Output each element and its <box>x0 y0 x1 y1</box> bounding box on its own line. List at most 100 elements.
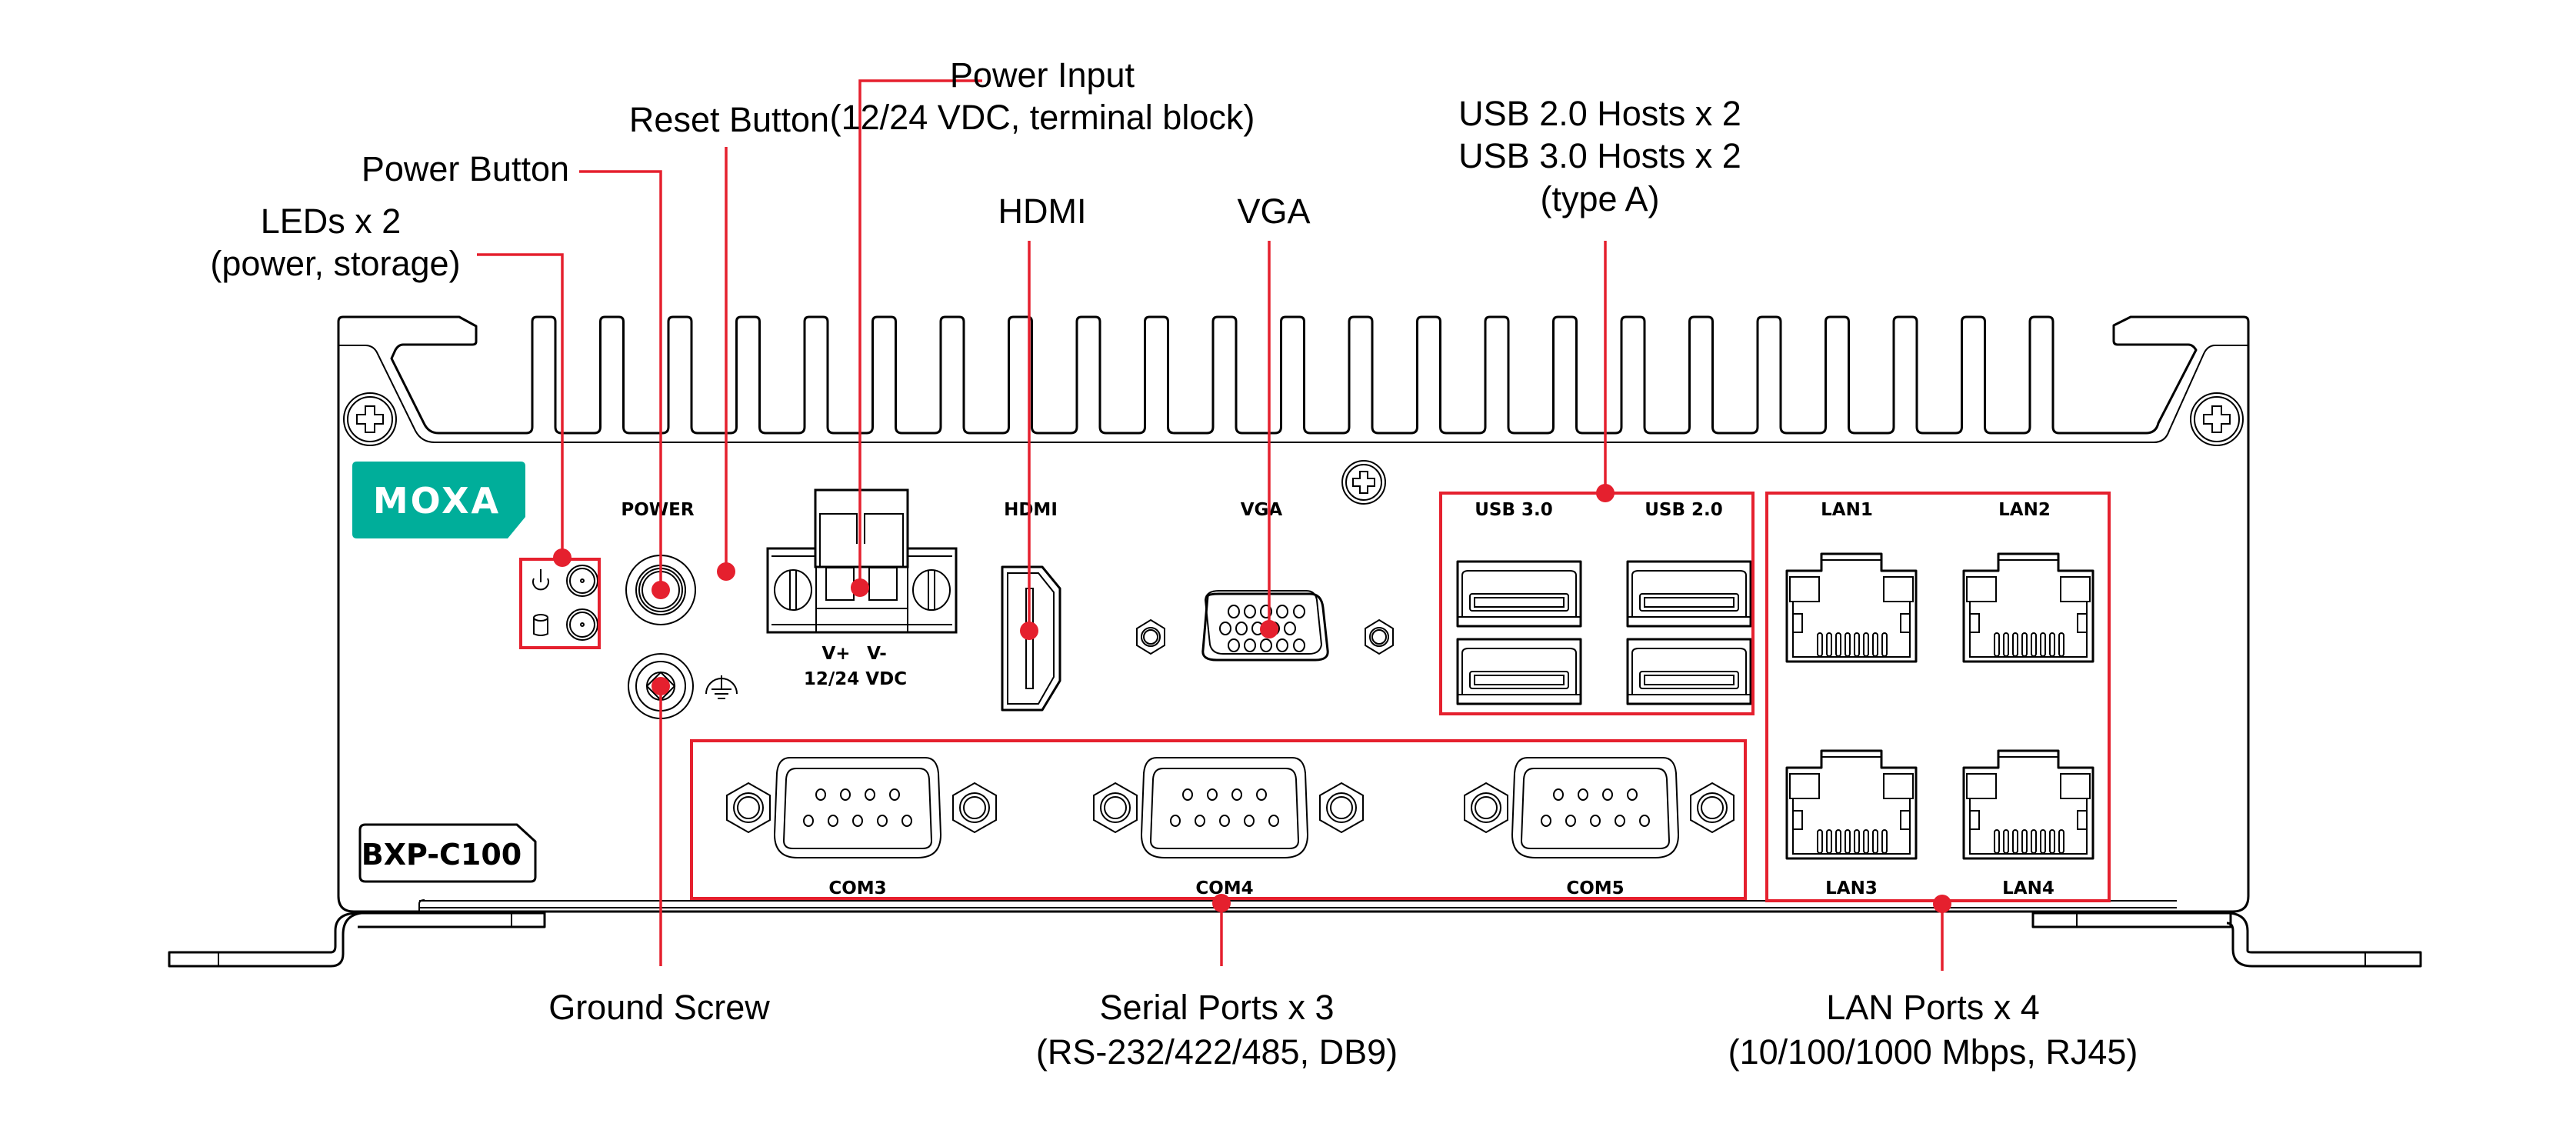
ground-marker-dot <box>651 677 670 695</box>
lan3-label: LAN3 <box>1825 878 1878 898</box>
com3-label: COM3 <box>828 878 886 898</box>
power-input-marker-dot <box>851 578 869 597</box>
db9-port[interactable] <box>773 757 942 858</box>
db9-pin <box>865 788 875 801</box>
vga-pin <box>1235 622 1248 635</box>
serial-callout-detail: (RS-232/422/485, DB9) <box>1036 1032 1398 1072</box>
vga-pin <box>1260 605 1272 618</box>
rj45-port[interactable] <box>1962 552 2094 663</box>
rj45-contact <box>1872 632 1878 657</box>
vga-pin <box>1293 605 1305 618</box>
vga-port[interactable] <box>1201 590 1329 662</box>
usb20-port[interactable] <box>1626 638 1752 705</box>
db9-pin <box>901 815 912 827</box>
power-input-callout-detail: (12/24 VDC, terminal block) <box>830 98 1255 137</box>
rj45-contact <box>2058 632 2064 657</box>
usb30-port[interactable] <box>1456 560 1582 628</box>
db9-pin <box>877 815 888 827</box>
vga-pin <box>1293 638 1305 652</box>
lan-callout-title: LAN Ports x 4 <box>1826 988 2040 1027</box>
db9-pin <box>1256 788 1267 801</box>
usb-highlight-box <box>1439 492 1755 715</box>
model-name: BXP-C100 <box>362 838 522 872</box>
logo-text: MOXA <box>373 480 501 522</box>
db9-pin <box>803 815 814 827</box>
heatsink <box>337 315 2250 443</box>
rj45-port[interactable] <box>1785 749 1918 860</box>
vga-pin <box>1244 638 1256 652</box>
hdmi-panel-label: HDMI <box>1004 500 1058 520</box>
db9-hex-nut <box>1319 782 1364 834</box>
rj45-contact <box>1826 829 1832 854</box>
db9-pin <box>1182 788 1193 801</box>
lan4-label: LAN4 <box>2002 878 2054 898</box>
rj45-port[interactable] <box>1962 749 2094 860</box>
db9-pin <box>1541 815 1551 827</box>
leds-marker-dot <box>553 548 572 567</box>
vga-marker-dot <box>1260 620 1278 638</box>
rj45-contact <box>2040 632 2046 657</box>
db9-pin <box>1268 815 1279 827</box>
usb-callout-line3: (type A) <box>1540 179 1659 218</box>
led-power <box>566 565 598 597</box>
rj45-contact <box>2040 829 2046 854</box>
lan-marker-dot <box>1933 895 1951 913</box>
leds-callout-title: LEDs x 2 <box>261 202 402 241</box>
heatsink-base-line <box>338 345 2248 443</box>
model-label-plate: BXP-C100 <box>358 823 537 883</box>
db9-pin <box>1639 815 1650 827</box>
db9-hex-nut <box>726 782 771 834</box>
rj45-contact <box>2021 829 2028 854</box>
rj45-contact <box>1994 632 2000 657</box>
led-storage <box>566 608 598 641</box>
rj45-port[interactable] <box>1785 552 1918 663</box>
db9-hex-nut <box>1093 782 1138 834</box>
power-button-marker-dot <box>651 581 670 599</box>
vga-panel-label: VGA <box>1241 500 1283 520</box>
vga-pin <box>1276 638 1288 652</box>
db9-pin <box>1565 815 1576 827</box>
usb30-port[interactable] <box>1456 638 1582 705</box>
power-input-callout-title: Power Input <box>950 55 1135 95</box>
db9-pin <box>1244 815 1255 827</box>
hdmi-marker-dot <box>1020 622 1038 640</box>
usb30-label: USB 3.0 <box>1475 500 1553 520</box>
vga-pin <box>1260 638 1272 652</box>
usb20-label: USB 2.0 <box>1645 500 1723 520</box>
db9-pin <box>1578 788 1588 801</box>
rj45-contact <box>1863 829 1869 854</box>
screw-left-icon <box>343 392 397 446</box>
vga-pin <box>1276 605 1288 618</box>
db9-pin <box>1602 788 1613 801</box>
db9-pin <box>889 788 900 801</box>
db9-pin <box>1627 788 1638 801</box>
rj45-contact <box>1826 632 1832 657</box>
lan-callout-detail: (10/100/1000 Mbps, RJ45) <box>1728 1032 2138 1072</box>
terminal-screw-right-icon <box>912 569 951 611</box>
lan2-label: LAN2 <box>1998 500 2051 520</box>
rj45-contact <box>1854 632 1860 657</box>
db9-pin <box>1615 815 1625 827</box>
usb20-port[interactable] <box>1626 560 1752 628</box>
storage-led-icon <box>533 614 548 636</box>
rj45-contact <box>2049 829 2055 854</box>
heatsink-fins <box>337 315 2250 435</box>
hdmi-callout: HDMI <box>998 192 1087 231</box>
rj45-contact <box>1835 829 1841 854</box>
rj45-contact <box>2031 632 2037 657</box>
db9-port[interactable] <box>1511 757 1680 858</box>
rj45-contact <box>2003 829 2009 854</box>
rj45-contact <box>1994 829 2000 854</box>
rj45-contact <box>2031 829 2037 854</box>
vga-nut-left <box>1136 618 1165 655</box>
vga-callout: VGA <box>1237 192 1310 231</box>
leds-callout-detail: (power, storage) <box>210 244 460 283</box>
vga-pin <box>1284 622 1296 635</box>
power-terminal-block <box>766 488 958 634</box>
db9-pin <box>1590 815 1601 827</box>
db9-hex-nut <box>952 782 997 834</box>
reset-callout: Reset Button <box>629 100 829 139</box>
rj45-contact <box>2058 829 2064 854</box>
db9-port[interactable] <box>1140 757 1309 858</box>
